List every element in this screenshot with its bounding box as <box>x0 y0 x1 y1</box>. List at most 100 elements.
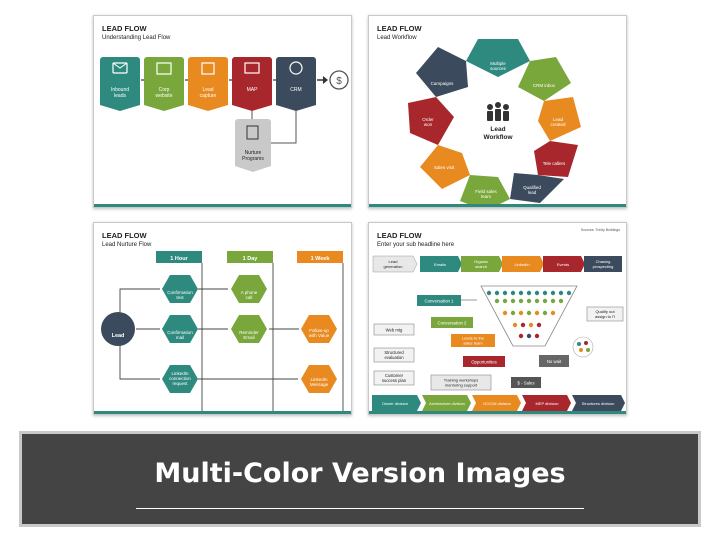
lead-node <box>101 312 135 346</box>
center-label-1: Lead <box>490 126 505 133</box>
svg-text:Lead: Lead <box>202 87 213 93</box>
crm-icon <box>289 61 303 75</box>
svg-text:team: team <box>481 194 491 199</box>
svg-text:Multiple: Multiple <box>490 61 506 66</box>
svg-text:Lead: Lead <box>553 117 564 122</box>
svg-text:leads: leads <box>114 93 126 99</box>
svg-text:Leads to the: Leads to the <box>462 336 485 341</box>
svg-text:Corp: Corp <box>159 87 170 93</box>
svg-text:Qualify out: Qualify out <box>595 309 615 314</box>
svg-text:Nurture: Nurture <box>245 150 262 156</box>
segment-multiple-sources <box>466 39 530 77</box>
dollar-icon <box>329 70 349 90</box>
svg-text:mail: mail <box>176 335 184 340</box>
header-1-hour <box>156 251 202 263</box>
svg-text:A phone: A phone <box>241 290 258 295</box>
svg-text:mentoring support: mentoring support <box>445 383 478 388</box>
slide-lead-flow-1[interactable]: LEAD FLOW Understanding Lead Flow Inboun… <box>93 15 352 208</box>
wheel-center <box>460 85 536 161</box>
banner-divider <box>136 508 584 509</box>
svg-text:CRM: CRM <box>290 87 301 93</box>
svg-text:Qualified: Qualified <box>523 185 541 190</box>
step-lead-capture: Lead capture <box>188 57 228 111</box>
segment-order-won <box>408 97 454 145</box>
svg-text:request: request <box>172 381 188 386</box>
svg-text:lead: lead <box>528 190 537 195</box>
svg-text:Web mtg: Web mtg <box>386 328 403 333</box>
slide-subtitle: Lead Nurture Flow <box>102 242 152 248</box>
segment-lead-created <box>538 97 581 141</box>
slide-subtitle: Enter your sub headline here <box>377 242 455 248</box>
lead-nurture-diagram: 1 Hour 1 Day 1 Week Lead Confirmation te… <box>101 251 344 413</box>
svg-text:Programs: Programs <box>242 156 264 162</box>
svg-text:sources: sources <box>490 66 507 71</box>
svg-text:Owner division: Owner division <box>382 401 408 406</box>
slide-lead-flow-2[interactable]: LEAD FLOW Lead Workflow Lead Workflow <box>368 15 627 208</box>
segment-tele-callers <box>534 141 578 177</box>
step-inbound-leads: Inbound leads <box>100 57 140 111</box>
clipboard-icon <box>246 125 259 140</box>
lead-funnel-diagram: Lead generation Emails Organic search Li… <box>372 255 625 411</box>
svg-text:Tele callers: Tele callers <box>543 161 566 166</box>
svg-text:sales team: sales team <box>463 341 483 346</box>
step-corp-website: Corp website <box>144 57 184 111</box>
slide-title: LEAD FLOW <box>102 231 147 240</box>
svg-text:search: search <box>475 264 487 269</box>
svg-text:Message: Message <box>310 382 329 387</box>
svg-text:$ - Sales: $ - Sales <box>518 381 535 386</box>
col-2-hexagons: A phone call Reminder Email <box>231 275 267 343</box>
top-row: Lead generation Emails Organic search Li… <box>372 255 622 273</box>
slide-lead-flow-4[interactable]: LEAD FLOW Enter your sub headline here S… <box>368 222 627 415</box>
svg-text:LinkedIn: LinkedIn <box>310 377 328 382</box>
svg-text:Architecture division: Architecture division <box>429 401 465 406</box>
svg-text:success plan: success plan <box>382 378 407 383</box>
svg-text:Confirmation: Confirmation <box>167 290 193 295</box>
slide-lead-flow-3[interactable]: LEAD FLOW Lead Nurture Flow 1 Hour 1 Day… <box>93 222 352 415</box>
svg-text:$: $ <box>336 76 342 87</box>
svg-text:Events: Events <box>557 262 569 267</box>
slide-title: LEAD FLOW <box>377 24 422 33</box>
svg-text:Reminder: Reminder <box>239 330 259 335</box>
svg-text:LinkedIn: LinkedIn <box>514 262 529 267</box>
col-3-hexagons: Follow-up with Value LinkedIn Message <box>301 315 337 393</box>
source-note: Sources: Trinity Buildings <box>580 228 620 232</box>
svg-text:Campaigns: Campaigns <box>431 81 455 86</box>
svg-text:Lead: Lead <box>112 333 125 339</box>
step-label-1: Inbound <box>111 87 129 93</box>
segment-crm-inbox <box>518 57 571 101</box>
capture-icon <box>201 62 215 75</box>
svg-text:connection: connection <box>169 376 191 381</box>
svg-text:Structured: Structured <box>384 350 404 355</box>
svg-text:assign to Π: assign to Π <box>595 314 615 319</box>
website-icon <box>156 62 172 75</box>
svg-text:Opportunities: Opportunities <box>471 360 497 365</box>
lead-workflow-wheel: Lead Workflow Multiple sources CRM inbox… <box>408 39 581 207</box>
svg-text:generation: generation <box>384 264 403 269</box>
svg-text:MAP: MAP <box>247 87 259 93</box>
funnel <box>480 285 578 347</box>
svg-text:with Value: with Value <box>309 333 330 338</box>
svg-text:call: call <box>246 295 253 300</box>
map-icon <box>244 62 260 74</box>
svg-text:Organic: Organic <box>474 259 488 264</box>
slide-subtitle: Understanding Lead Flow <box>102 35 171 41</box>
step-map: MAP <box>232 57 272 111</box>
header-1-day <box>227 251 273 263</box>
col-1-hexagons: Confirmation text Confirmation mail Link… <box>162 275 198 393</box>
svg-text:Structures division: Structures division <box>582 401 615 406</box>
center-label-2: Workflow <box>483 134 513 141</box>
slide-title: LEAD FLOW <box>102 24 147 33</box>
svg-text:1 Hour: 1 Hour <box>170 256 188 262</box>
svg-text:1 Week: 1 Week <box>311 256 331 262</box>
side-boxes: Qualify out assign to Π No wait $ - Sale… <box>430 306 624 391</box>
header-1-week <box>297 251 343 263</box>
svg-text:Conversation 1: Conversation 1 <box>425 299 455 304</box>
nurture-programs-box: Nurture Programs <box>235 119 271 172</box>
svg-text:Confirmation: Confirmation <box>167 330 193 335</box>
svg-text:Training workshops: Training workshops <box>444 378 479 383</box>
svg-text:Order: Order <box>422 117 434 122</box>
funnel-dots <box>486 290 572 339</box>
bottom-row: Owner division Architecture division GC/… <box>372 395 625 411</box>
svg-text:Field sales: Field sales <box>475 189 497 194</box>
svg-text:created: created <box>550 122 566 127</box>
